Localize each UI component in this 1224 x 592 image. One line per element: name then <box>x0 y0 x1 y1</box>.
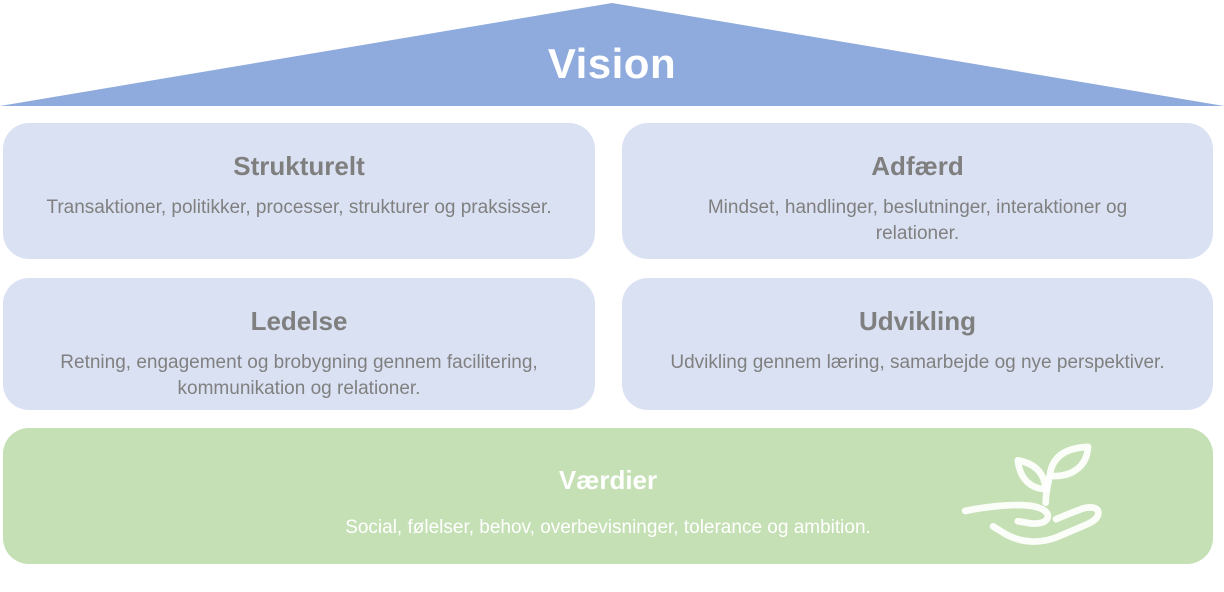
box-udvikling-title: Udvikling <box>858 306 976 336</box>
vision-title: Vision <box>547 40 677 87</box>
box-ledelse-body: Retning, engagement og brobygning gennem… <box>60 352 538 399</box>
values-body: Social, følelser, behov, overbevisninger… <box>345 517 871 538</box>
box-udvikling: Udvikling Udvikling gennem læring, samar… <box>622 278 1213 410</box>
values-box: Værdier Social, følelser, behov, overbev… <box>3 428 1213 564</box>
box-ledelse: Ledelse Retning, engagement og brobygnin… <box>3 278 595 410</box>
box-adfaerd-body: Mindset, handlinger, beslutninger, inter… <box>707 197 1128 244</box>
box-strukturelt-body: Transaktioner, politikker, processer, st… <box>46 197 552 218</box>
box-adfaerd: Adfærd Mindset, handlinger, beslutninger… <box>622 123 1213 259</box>
seedling-in-hand-icon <box>961 443 1102 545</box>
box-ledelse-title: Ledelse <box>250 306 348 336</box>
values-title: Værdier <box>558 465 658 495</box>
box-strukturelt-title: Strukturelt <box>233 151 365 181</box>
box-strukturelt: Strukturelt Transaktioner, politikker, p… <box>3 123 595 259</box>
vision-triangle <box>0 3 1224 106</box>
box-udvikling-body: Udvikling gennem læring, samarbejde og n… <box>670 352 1165 373</box>
box-adfaerd-title: Adfærd <box>871 151 964 181</box>
